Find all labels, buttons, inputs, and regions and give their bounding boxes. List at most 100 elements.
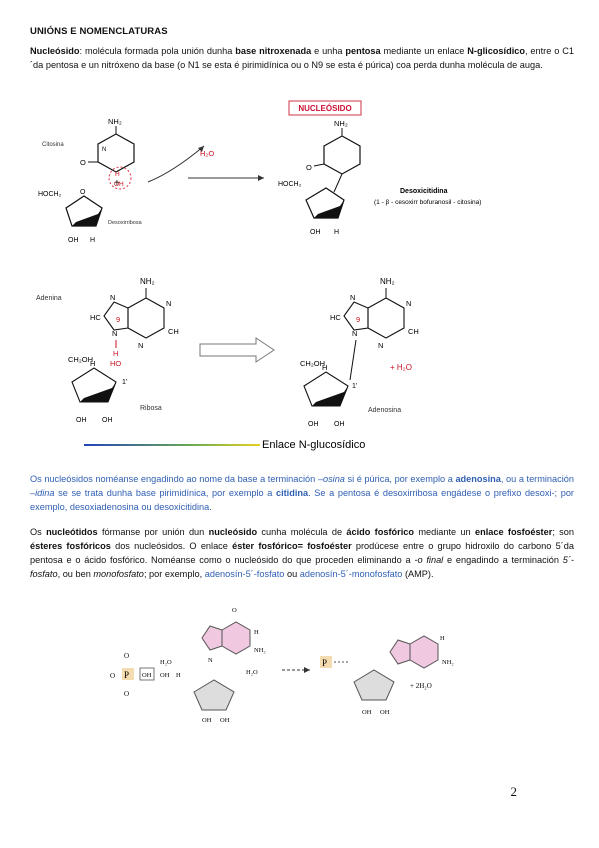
- n9-label: 9: [116, 315, 120, 324]
- o-label: O: [110, 672, 115, 680]
- deoxycytidine-structure: NH₂ O HOCH₂ OH H Desoxicitidina (1 - β -…: [278, 119, 481, 236]
- nh2-label: NH₂: [254, 647, 266, 654]
- text: e engadindo a terminación: [443, 555, 563, 565]
- cytosine-structure: NH₂ Citosina N O + H OH: [42, 117, 135, 190]
- plus-water-label: + 2H₂O: [410, 682, 432, 690]
- product-oh-label: OH: [310, 229, 321, 236]
- figure-caption: Enlace N-glucosídico: [262, 439, 365, 451]
- phosphorus-highlight: [122, 668, 134, 680]
- page-number: 2: [510, 784, 518, 799]
- phosphoric-acid-structure: P O O O OH H₂O OH H: [110, 652, 181, 698]
- figure-adenosine-formation: NH₂ Adenina N N HC CH N 9 N H CH₂OH H HO…: [36, 277, 419, 451]
- h-red-label: H: [113, 349, 118, 358]
- deoxyribose-structure: HOCH₂ O OH H Desoxirribosa: [38, 189, 143, 244]
- text: monofosfato: [93, 569, 144, 579]
- adenosine-nh2-label: NH₂: [380, 277, 395, 286]
- ribose-structure: CH₂OH H HO 1' OH OH Ribosa: [68, 355, 162, 424]
- nucleoside-label: NUCLEÓSIDO: [298, 104, 351, 113]
- paragraph-nucleoside-definition: Nucleósido: molécula formada pola unión …: [30, 44, 574, 72]
- text: ; son: [552, 527, 574, 537]
- n9-label: 9: [356, 315, 360, 324]
- product-name-label: Desoxicitidina: [400, 188, 448, 195]
- h-label: H: [254, 629, 259, 636]
- term-phosphoric-acid: ácido fosfórico: [346, 527, 414, 537]
- oh-label: OH: [160, 672, 170, 679]
- product-h-label: H: [334, 229, 339, 236]
- term-ester-phosphoric: éster fosfórico= fosfoéster: [232, 541, 352, 551]
- oh-label: OH: [380, 709, 390, 716]
- n-label: N: [208, 657, 213, 664]
- term-nucleotides: nucleótidos: [46, 527, 98, 537]
- paragraph-nucleotide-definition: Os nucleótidos fórmanse por unión dun nu…: [30, 525, 574, 581]
- oh-box: [139, 667, 155, 681]
- text: ou: [284, 569, 300, 579]
- ch2oh-label: CH₂OH: [300, 359, 325, 368]
- n9-atom-label: N: [352, 329, 357, 338]
- term-nucleoside: nucleósido: [208, 527, 258, 537]
- oh-label: OH: [68, 237, 79, 244]
- n-label: N: [138, 341, 143, 350]
- arrow-head: [304, 667, 310, 673]
- adenosine-structure: NH₂ N N HC CH N 9 N CH₂OH H 1' OH OH Ade…: [300, 277, 419, 428]
- n-label: N: [102, 147, 106, 153]
- hollow-reaction-arrow: [199, 337, 275, 363]
- n9-atom-label: N: [112, 329, 117, 338]
- product-hoch2-label: HOCH₂: [278, 181, 302, 188]
- term-phosphoric-esters: ésteres fosfóricos: [30, 541, 111, 551]
- h-red-label: H: [115, 171, 120, 178]
- text: –idina: [30, 488, 55, 498]
- example-amp-fullname: adenosín-5´-monofosfato: [299, 569, 403, 579]
- text: Os: [30, 527, 47, 537]
- text: 5´-fosfato: [30, 555, 574, 579]
- adenosine-label: Adenosina: [368, 407, 401, 414]
- ribose-left-structure: OH OH: [193, 679, 235, 724]
- term-nucleoside: Nucleósido: [30, 46, 80, 56]
- o-label: O: [80, 158, 86, 167]
- base-left-structure: O H NH₂ N: [201, 607, 266, 664]
- p-label: P: [124, 670, 129, 680]
- text: mediante un: [414, 527, 475, 537]
- c1-prime-label: 1': [352, 383, 357, 390]
- n-label: N: [110, 293, 115, 302]
- text: -o final: [414, 555, 444, 565]
- n-label: N: [350, 293, 355, 302]
- ring-h-label: H: [90, 359, 95, 368]
- water-product-label: + H₂O: [390, 363, 412, 372]
- oh-label: OH: [202, 717, 212, 724]
- p-label: P: [322, 658, 327, 668]
- text: e unha: [311, 46, 346, 56]
- nh2-label: NH₂: [108, 117, 122, 126]
- n-label: N: [406, 299, 411, 308]
- hc-label: HC: [90, 313, 101, 322]
- term-nitrogen-base: base nitroxenada: [235, 46, 312, 56]
- adenine-structure: NH₂ Adenina N N HC CH N 9 N H: [36, 277, 179, 358]
- arrow-head: [198, 146, 204, 152]
- gradient-rule: [84, 444, 260, 446]
- hoch2-label: HOCH₂: [38, 191, 62, 198]
- text: , ou ben: [57, 569, 94, 579]
- text: Os nucleósidos noméanse engadindo ao nom…: [30, 474, 318, 484]
- plus-sign: +: [114, 178, 120, 189]
- term-adenosine: adenosina: [455, 474, 501, 484]
- text: dos nucleósidos. O enlace: [110, 541, 233, 551]
- text: –osina: [317, 474, 345, 484]
- oh-label: OH: [308, 421, 319, 428]
- ch2oh-label: CH₂OH: [68, 355, 93, 364]
- water-release-arrow: [147, 145, 205, 183]
- arrow-head: [258, 175, 264, 181]
- h2o-label: H₂O: [160, 659, 172, 666]
- product-iupac-label: (1 - β - cesoxirr bofuranosil - citosina…: [374, 199, 481, 206]
- o-label: O: [124, 652, 129, 660]
- paragraph-nucleoside-naming: Os nucleósidos noméanse engadindo ao nom…: [30, 472, 574, 514]
- nucleoside-label-box: [288, 100, 362, 116]
- oh-label: OH: [334, 421, 345, 428]
- figure-nucleotide-formation: P O O O OH H₂O OH H OH OH O H NH₂ N H₂O …: [110, 607, 454, 724]
- ho-red-label: HO: [110, 359, 121, 368]
- o-label: O: [232, 607, 237, 614]
- oh-red-label: OH: [114, 181, 124, 188]
- text: . Se a pentosa é desoxirribosa engádese …: [30, 488, 574, 512]
- c1-prime-label: 1': [122, 379, 127, 386]
- oh-label: OH: [102, 417, 113, 424]
- o-label: O: [124, 690, 129, 698]
- term-n-glycosidic: N-glicosídico: [467, 46, 525, 56]
